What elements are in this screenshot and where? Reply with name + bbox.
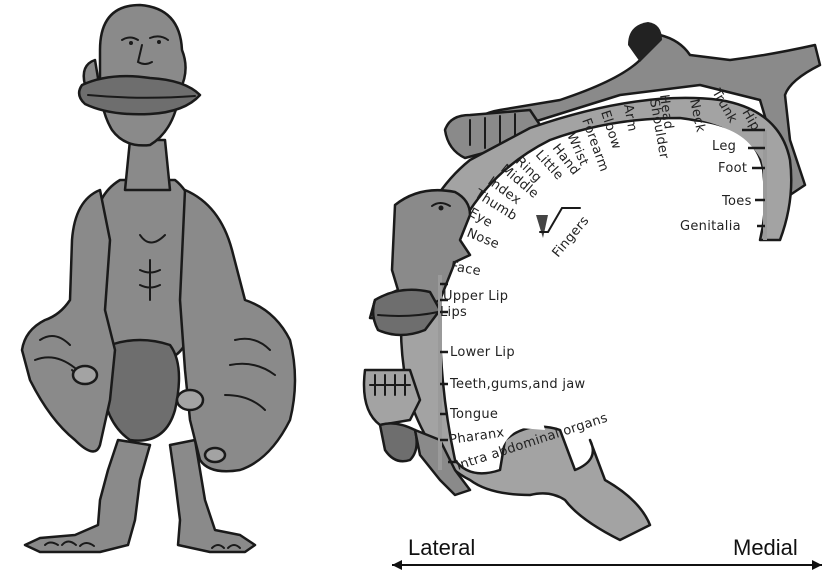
label-toes: Toes [721,194,752,209]
label-foot: Foot [718,161,747,176]
cortex-cross-section [364,22,820,540]
label-genitalia: Genitalia [680,219,741,234]
label-lips: Lips [440,305,467,320]
axis-label-lateral: Lateral [408,535,475,560]
homunculus-figure [22,5,295,552]
lateral-medial-axis: Lateral Medial [392,535,822,570]
label-upper-lip: Upper Lip [443,289,508,304]
label-tongue: Tongue [449,407,498,422]
axis-label-medial: Medial [733,535,798,560]
label-leg: Leg [712,139,736,154]
label-lower-lip: Lower Lip [450,345,515,360]
label-teeth-gums-jaw: Teeth,gums,and jaw [449,377,586,392]
